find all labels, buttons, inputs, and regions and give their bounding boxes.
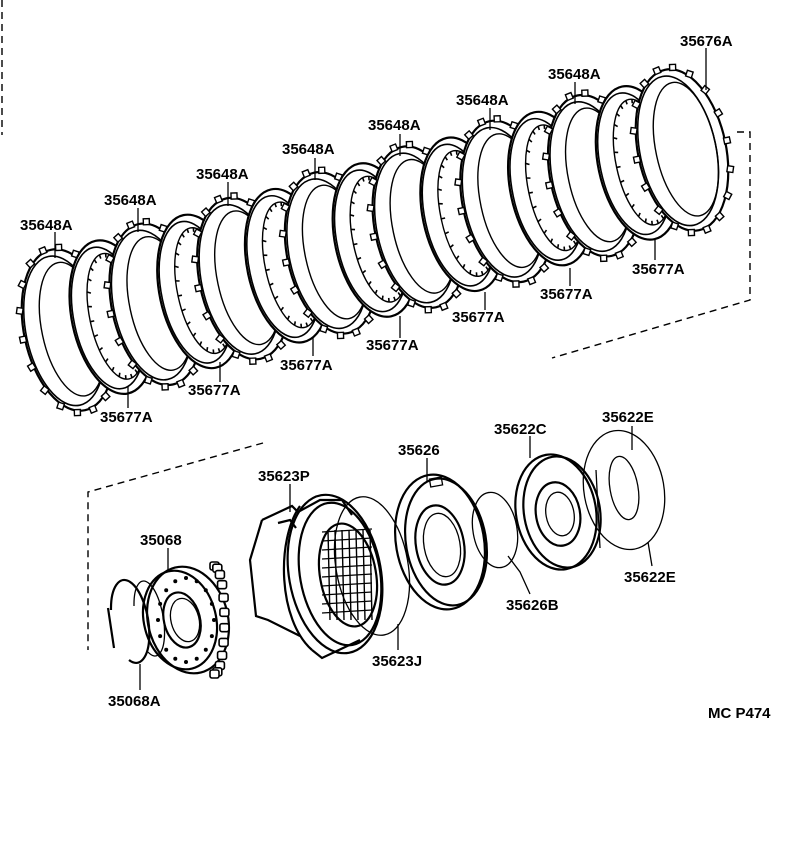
label-35068: 35068 [140,532,182,549]
label-35677a-5: 35677A [280,357,333,374]
piston-35626 [393,473,489,611]
label-35677a-3: 35677A [452,309,505,326]
label-35648a-4: 35648A [282,141,335,158]
label-35677a-2: 35677A [540,286,593,303]
assembly-bracket-line [87,442,264,650]
flange-teeth [209,561,230,679]
label-35068a: 35068A [108,693,161,710]
label-35677a-4: 35677A [366,337,419,354]
diagram-code: MC P474 [708,705,771,722]
label-35622e-top: 35622E [602,409,654,426]
clutch-plate-toothed [629,63,735,237]
label-35626: 35626 [398,442,440,459]
stack-bracket-line [551,131,751,359]
snap-ring-35068a [106,578,166,664]
label-35676a: 35676A [680,33,733,50]
label-35648a-3: 35648A [368,117,421,134]
leader-lines [54,48,707,690]
part-labels: 35676A 35648A 35648A 35648A 35648A 35648… [20,33,771,722]
label-35622c: 35622C [494,421,547,438]
label-35677a-6: 35677A [188,382,241,399]
label-35648a-7: 35648A [20,217,73,234]
label-35677a-7: 35677A [100,409,153,426]
label-35622e-bottom: 35622E [624,569,676,586]
clutch-plate-stack [15,63,735,417]
label-35623j: 35623J [372,653,422,670]
flange-bolt-holes [156,576,216,664]
label-35648a-1: 35648A [548,66,601,83]
label-35623p: 35623P [258,468,310,485]
cylinder-35622c [514,453,602,571]
label-35648a-6: 35648A [104,192,157,209]
drum-splines [321,528,373,621]
label-35626b: 35626B [506,597,559,614]
flange-35068 [141,561,231,679]
clutch-drum-35623p [248,493,384,660]
label-35677a-1: 35677A [632,261,685,278]
o-ring-35626b [471,491,519,569]
seal-35622e [582,429,666,551]
thrust-washer-35623j [333,496,411,636]
label-35648a-5: 35648A [196,166,249,183]
label-35648a-2: 35648A [456,92,509,109]
